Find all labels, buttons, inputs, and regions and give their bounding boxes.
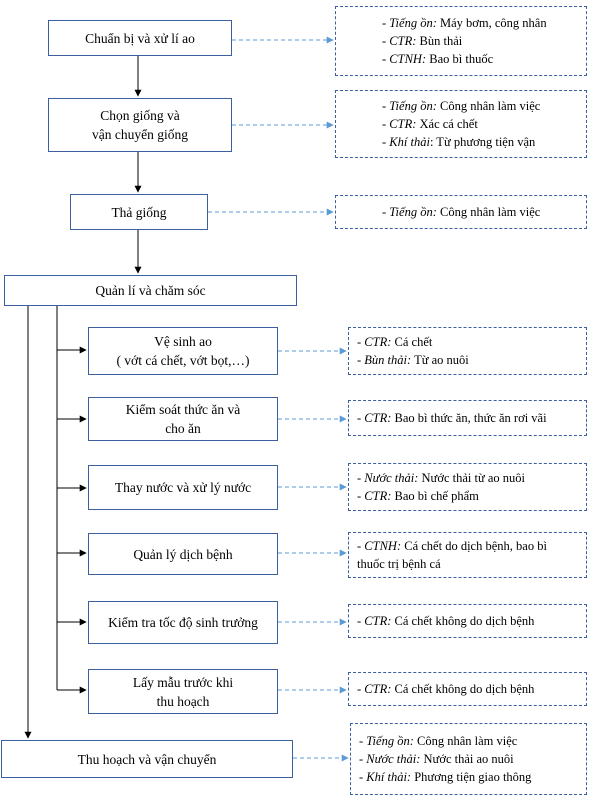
output-category: Tiếng ồn: (366, 734, 414, 748)
output-box-7: - CTNH: Cá chết do dịch bệnh, bao bì thu… (348, 532, 587, 578)
output-box-5: - CTR: Bao bì thức ăn, thức ăn rơi vãi (348, 400, 587, 436)
substep-quan-ly-dich-benh: Quản lý dịch bệnh (88, 533, 278, 575)
output-category: Khí thải: (366, 770, 412, 784)
output-text: Nước thải ao nuôi (420, 752, 514, 766)
step-chon-giong-label-1: Chọn giống và (100, 108, 180, 123)
output-box-9: - CTR: Cá chết không do dịch bệnh (348, 672, 587, 706)
substep-lay-mau: Lấy mẫu trước khi thu hoạch (88, 669, 278, 714)
output-text: Cá chết (391, 335, 433, 349)
output-text: Công nhân làm việc (436, 205, 541, 219)
output-line: - Tiếng ồn: Máy bơm, công nhân (382, 16, 547, 30)
output-text: Máy bơm, công nhân (436, 16, 547, 30)
output-box-8: - CTR: Cá chết không do dịch bệnh (348, 604, 587, 638)
output-text: Từ ao nuôi (411, 353, 469, 367)
substep-lay-mau-label-2: thu hoạch (156, 693, 210, 709)
output-category: Nước thải: (366, 752, 421, 766)
output-text: Nước thải từ ao nuôi (418, 471, 526, 485)
output-line: - Bùn thải: Từ ao nuôi (357, 353, 469, 367)
substep-ve-sinh-ao: Vệ sinh ao ( vớt cá chết, vớt bọt,…) (88, 327, 278, 375)
output-category: CTNH: (389, 52, 427, 66)
step-chon-giong-label-2: vận chuyển giống (92, 127, 188, 142)
substep-lay-mau-label-1: Lấy mẫu trước khi (132, 674, 234, 690)
substep-kiem-soat-thuc-an: Kiểm soát thức ăn và cho ăn (88, 397, 278, 441)
output-category: CTNH: (364, 539, 402, 553)
step-chon-giong: Chọn giống và vận chuyển giống (48, 98, 232, 152)
output-line: - CTNH: Bao bì thuốc (382, 52, 494, 66)
output-line: - CTR: Bao bì chế phẩm (357, 489, 479, 503)
substep-kiem-soat-label-2: cho ăn (165, 421, 201, 436)
output-line: - Khí thải: Phương tiện giao thông (359, 770, 532, 784)
step-thu-hoach-label: Thu hoạch và vận chuyển (77, 751, 217, 767)
substep-thay-nuoc: Thay nước và xử lý nước (88, 465, 278, 510)
output-text: Cá chết không do dịch bệnh (391, 682, 535, 696)
output-category: Tiếng ồn: (389, 99, 437, 113)
output-box-2: - Tiếng ồn: Công nhân làm việc - CTR: Xá… (335, 90, 587, 158)
substep-thay-nuoc-label: Thay nước và xử lý nước (114, 480, 252, 495)
output-text: Bao bì thuốc (426, 52, 494, 66)
output-box-10: - Tiếng ồn: Công nhân làm việc - Nước th… (350, 723, 587, 795)
output-text: Bao bì thức ăn, thức ăn rơi vãi (391, 411, 547, 425)
output-line: - Tiếng ồn: Công nhân làm việc (359, 734, 518, 748)
step-thu-hoach: Thu hoạch và vận chuyển (1, 740, 293, 778)
output-category: CTR: (364, 682, 392, 696)
output-category: CTR: (364, 411, 392, 425)
output-text: Bao bì chế phẩm (391, 489, 479, 503)
output-line: - Khí thải: Từ phương tiện vận (382, 135, 536, 149)
step-tha-giong-label: Thả giống (111, 204, 167, 220)
output-category: CTR: (389, 117, 417, 131)
step-quan-li-label: Quản lí và chăm sóc (95, 283, 206, 298)
output-box-4: - CTR: Cá chết - Bùn thải: Từ ao nuôi (348, 327, 587, 375)
output-text: : Từ phương tiện vận (429, 135, 536, 149)
output-category: Tiếng ồn: (389, 205, 437, 219)
output-text: Công nhân làm việc (413, 734, 518, 748)
output-category: CTR: (364, 614, 392, 628)
output-line: - Nước thải: Nước thải từ ao nuôi (357, 471, 526, 485)
output-box-3: - Tiếng ồn: Công nhân làm việc (335, 195, 587, 229)
output-line: - Tiếng ồn: Công nhân làm việc (382, 99, 541, 113)
output-line: - CTR: Cá chết không do dịch bệnh (357, 682, 535, 696)
output-line: - CTR: Bùn thải (382, 34, 463, 48)
output-line: - CTR: Xác cá chết (382, 117, 478, 131)
step-chuan-bi: Chuẩn bị và xử lí ao (48, 20, 232, 56)
step-quan-li: Quản lí và chăm sóc (4, 275, 297, 306)
output-text: thuốc trị bệnh cá (357, 557, 441, 571)
output-box-6: - Nước thải: Nước thải từ ao nuôi - CTR:… (348, 463, 587, 511)
substep-quan-ly-dich-benh-label: Quản lý dịch bệnh (133, 546, 233, 562)
output-line: - Tiếng ồn: Công nhân làm việc (382, 205, 541, 219)
substep-kiem-tra-label: Kiểm tra tốc độ sinh trưởng (108, 615, 258, 630)
output-line: - CTNH: Cá chết do dịch bệnh, bao bì (357, 539, 547, 553)
output-category: Nước thải: (364, 471, 419, 485)
output-text: Công nhân làm việc (436, 99, 541, 113)
output-category: CTR: (364, 335, 392, 349)
output-line: - CTR: Cá chết (357, 335, 433, 349)
output-category: Bùn thải: (364, 353, 412, 367)
output-line: - CTR: Bao bì thức ăn, thức ăn rơi vãi (357, 411, 547, 425)
output-line: thuốc trị bệnh cá (357, 555, 578, 573)
output-text: Cá chết do dịch bệnh, bao bì (401, 539, 547, 553)
output-text: Cá chết không do dịch bệnh (391, 614, 535, 628)
step-tha-giong: Thả giống (70, 194, 208, 230)
output-text: Phương tiện giao thông (411, 770, 532, 784)
step-chuan-bi-label: Chuẩn bị và xử lí ao (85, 30, 195, 46)
substep-kiem-soat-label-1: Kiểm soát thức ăn và (125, 402, 241, 417)
substep-ve-sinh-ao-label-2: ( vớt cá chết, vớt bọt,…) (116, 353, 250, 368)
substep-kiem-tra-sinh-truong: Kiểm tra tốc độ sinh trưởng (88, 601, 278, 644)
output-category: Khí thải (389, 135, 430, 149)
output-category: CTR: (364, 489, 392, 503)
output-category: Tiếng ồn: (389, 16, 437, 30)
output-line: - Nước thải: Nước thải ao nuôi (359, 752, 514, 766)
substep-ve-sinh-ao-label-1: Vệ sinh ao (154, 334, 212, 349)
output-text: Xác cá chết (416, 117, 478, 131)
output-line: - CTR: Cá chết không do dịch bệnh (357, 614, 535, 628)
output-text: Bùn thải (416, 34, 463, 48)
output-category: CTR: (389, 34, 417, 48)
output-box-1: - Tiếng ồn: Máy bơm, công nhân - CTR: Bù… (335, 6, 587, 76)
